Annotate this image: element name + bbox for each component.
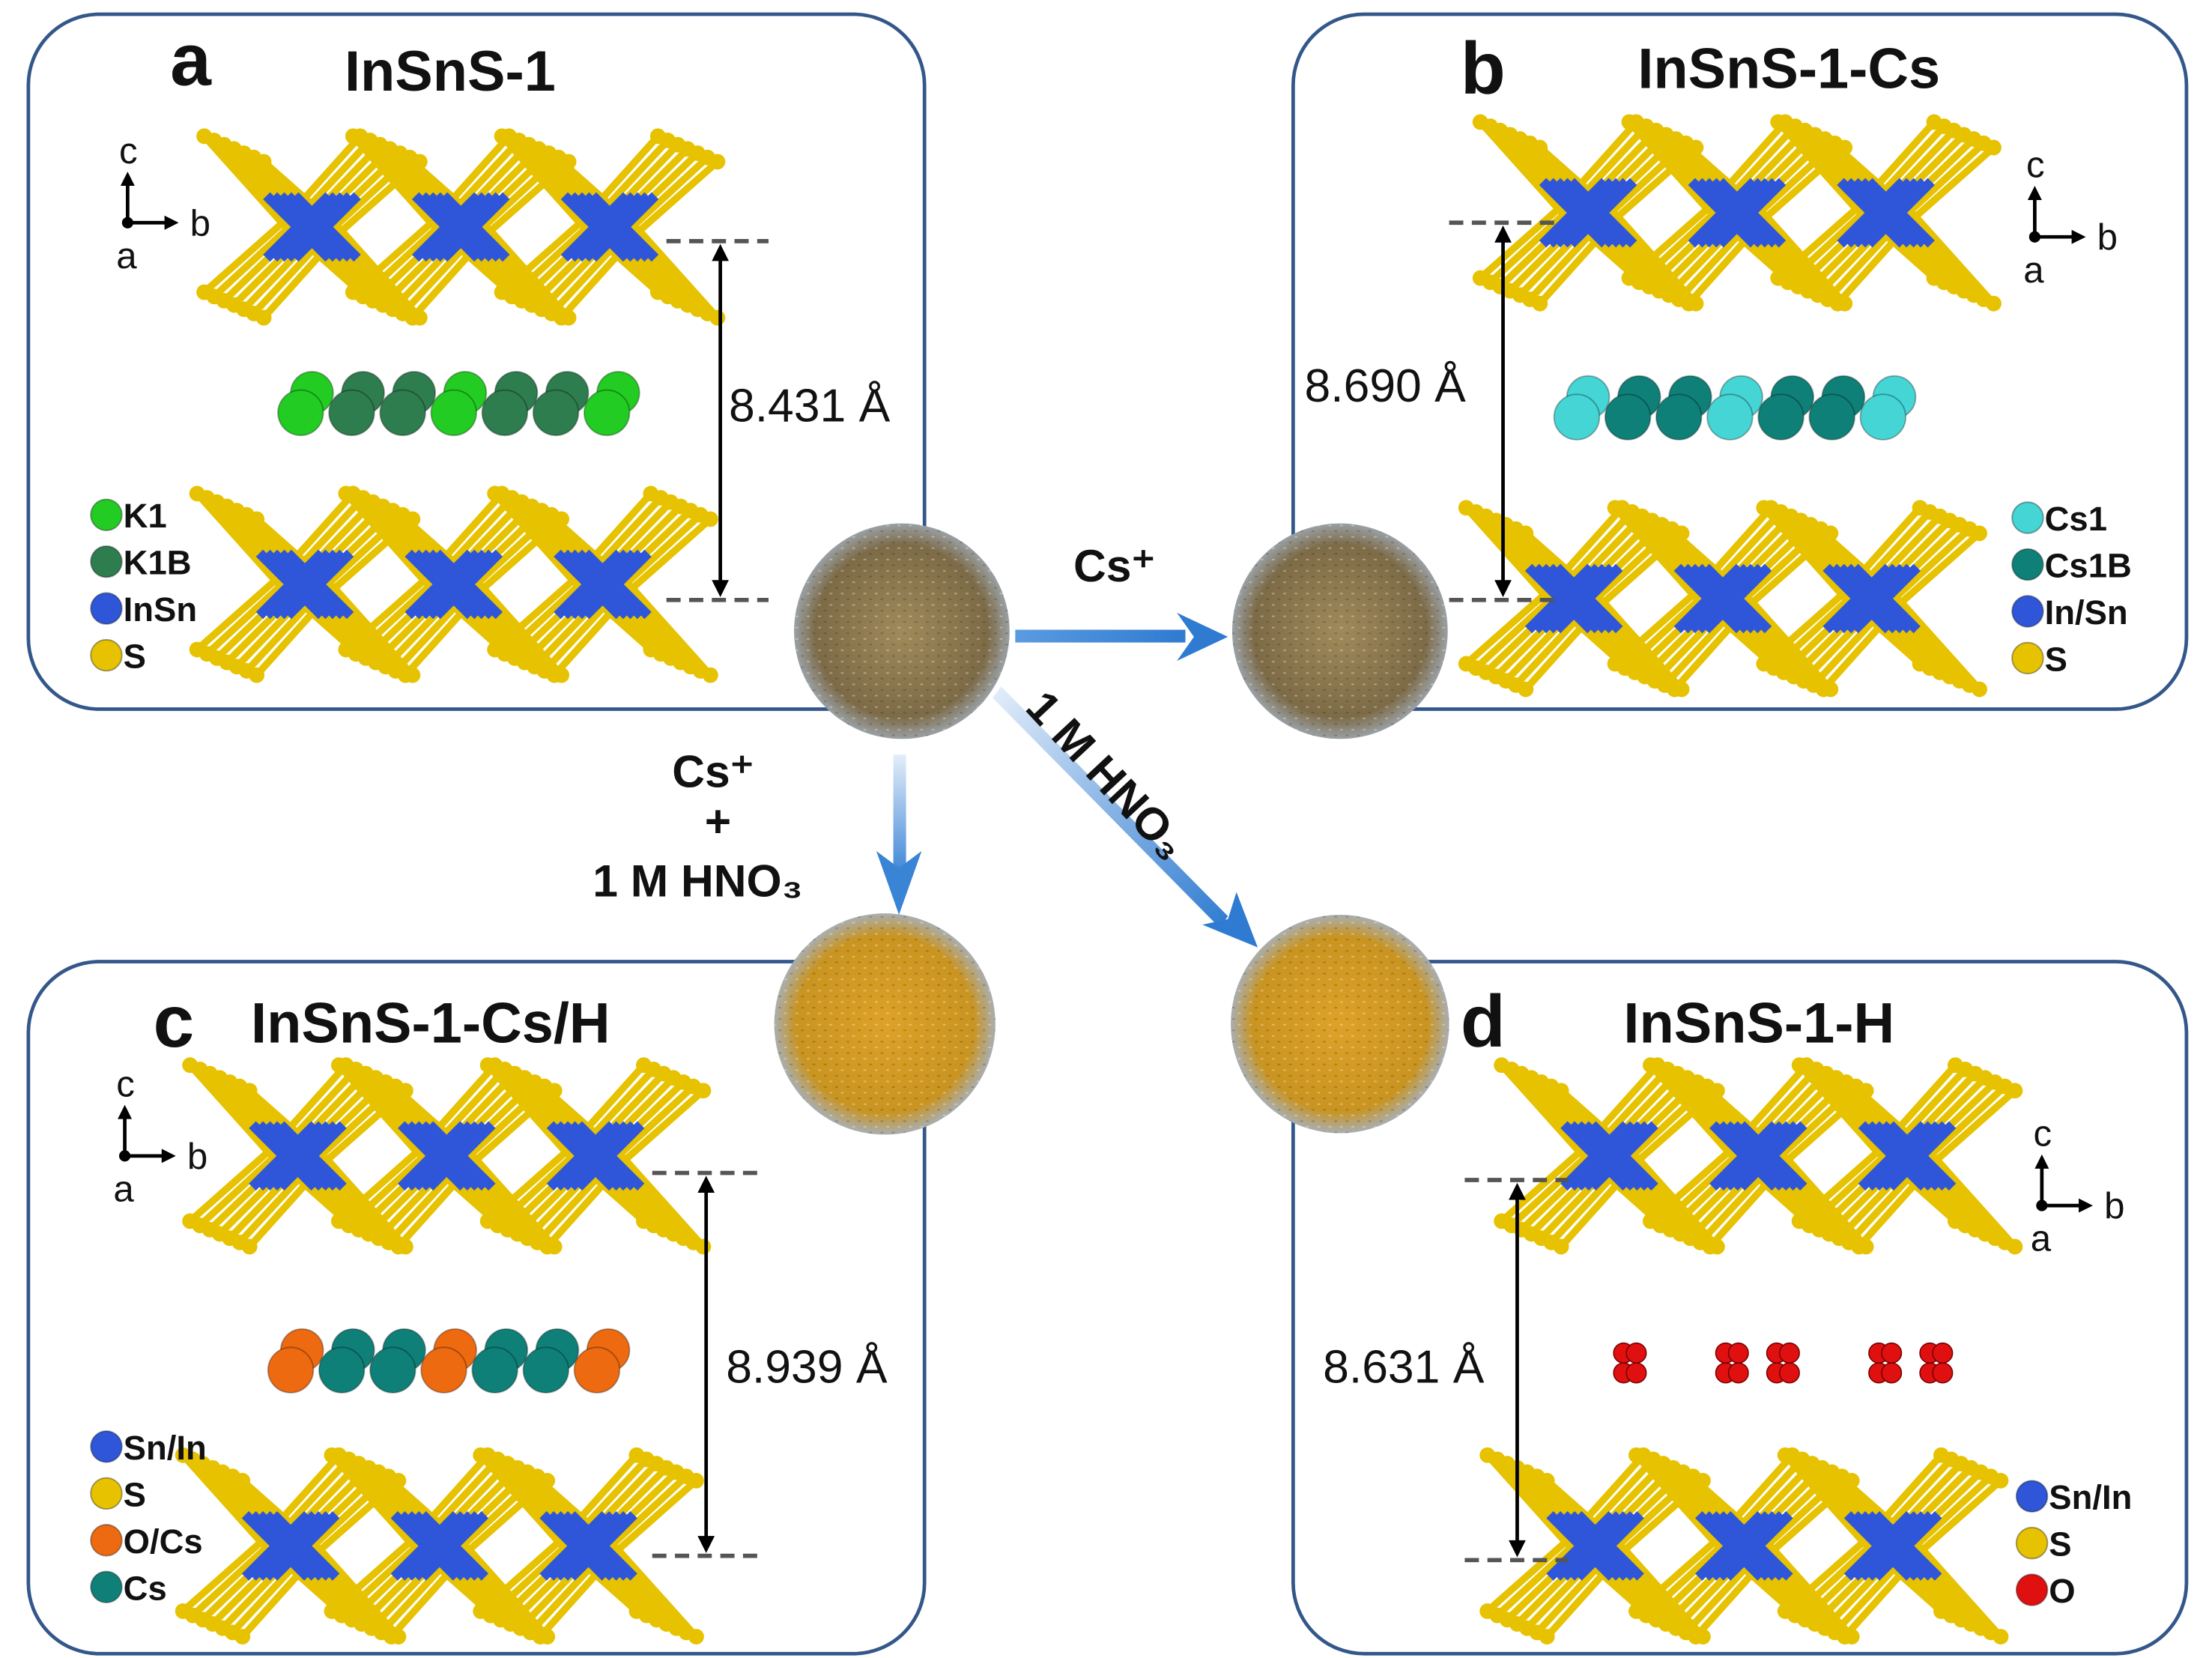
axis-label-c: c [119, 130, 138, 172]
panel-c-bottom-layer [175, 1447, 704, 1645]
panel-b-top-layer [1472, 114, 2002, 312]
axis-indicator: c b a [2023, 145, 2118, 291]
panel-c-top-layer [182, 1057, 712, 1255]
panel-a-bottom-layer [189, 485, 718, 683]
panel-c-interlayer-cations [267, 1328, 631, 1394]
legend-item-cs: Cs [90, 1569, 167, 1607]
panel-b-title: InSnS-1-Cs [1637, 37, 1940, 100]
panel-b-letter: b [1461, 27, 1506, 109]
axis-label-b: b [2097, 217, 2118, 258]
arrow-label-hno3: 1 M HNO₃ [1016, 681, 1197, 869]
arrow-label-cs: Cs⁺ [1073, 540, 1155, 591]
legend-label: S [124, 638, 146, 676]
panel-a-top-layer [196, 128, 726, 326]
legend-label: K1B [124, 544, 192, 582]
axis-indicator: c b a [2031, 1113, 2125, 1259]
panel-b-bottom-layer [1458, 500, 1987, 698]
panel-a-letter: a [170, 19, 212, 101]
legend-item-sn-in: Sn/In [2015, 1478, 2132, 1516]
legend-item-in-sn: In/Sn [2011, 593, 2128, 632]
legend-item-s: S [2015, 1525, 2072, 1564]
photo-insns-1-cs [1231, 523, 1448, 739]
axis-indicator: c b a [113, 1063, 207, 1209]
axis-label-a: a [116, 235, 137, 276]
panel-d-interlayer-water [1613, 1342, 1954, 1384]
axis-label-b: b [187, 1136, 207, 1177]
axis-label-c: c [2033, 1113, 2052, 1155]
arrow-label-cs-hno3-line3: 1 M HNO₃ [593, 855, 802, 906]
panel-b-spacing-marker [1449, 220, 1560, 602]
panel-c-interlayer-distance: 8.939 Å [726, 1341, 888, 1394]
legend-item-cs1: Cs1 [2011, 500, 2107, 538]
legend-item-s: S [90, 638, 146, 676]
photo-insns-1-h [1231, 915, 1449, 1134]
photo-insns-1-cs-h [774, 913, 996, 1135]
legend-label: K1 [124, 497, 167, 535]
legend-label: O [2049, 1572, 2075, 1610]
legend-label: S [2049, 1525, 2071, 1564]
panel-a-title: InSnS-1 [345, 40, 556, 103]
legend-label: Cs [124, 1569, 167, 1607]
legend-label: Cs1B [2045, 547, 2132, 585]
panel-d-title: InSnS-1-H [1623, 991, 1894, 1055]
panel-d-interlayer-distance: 8.631 Å [1323, 1341, 1485, 1394]
legend-item-o-cs: O/Cs [90, 1522, 203, 1561]
arrow-label-cs-hno3-line1: Cs⁺ [672, 746, 754, 797]
legend-item-o: O [2015, 1572, 2076, 1610]
legend-item-s: S [90, 1475, 146, 1513]
axis-label-b: b [190, 202, 210, 243]
legend-label: S [124, 1475, 146, 1513]
legend-label: In/Sn [2045, 593, 2128, 632]
axis-label-b: b [2104, 1185, 2124, 1226]
legend-item-cs1b: Cs1B [2011, 547, 2132, 585]
panel-d-bottom-layer [1479, 1447, 2009, 1645]
arrow-label-cs-hno3-line2: + [705, 796, 731, 847]
axis-label-a: a [2023, 249, 2044, 291]
arrow-to-b [1015, 612, 1228, 662]
legend-item-k1b: K1B [90, 544, 192, 582]
legend-label: Sn/In [2049, 1478, 2132, 1516]
panel-c-letter: c [153, 980, 194, 1062]
legend-item-k1: K1 [90, 497, 167, 535]
axis-label-a: a [113, 1168, 134, 1209]
legend-item-sn-in: Sn/In [90, 1429, 207, 1467]
panel-b-interlayer-distance: 8.690 Å [1305, 360, 1467, 412]
panel-c-title: InSnS-1-Cs/H [251, 991, 610, 1055]
legend-label: Sn/In [124, 1429, 207, 1467]
panel-a-interlayer-cations [277, 371, 640, 437]
axis-indicator: c b a [116, 130, 210, 276]
panel-b-interlayer-cations [1553, 375, 1917, 441]
axis-label-c: c [2026, 145, 2045, 186]
legend-item-insn: InSn [90, 590, 197, 629]
photo-insns-1 [794, 523, 1010, 739]
panel-d-spacing-marker [1464, 1178, 1569, 1563]
legend-label: S [2045, 640, 2067, 678]
legend-item-s: S [2011, 640, 2067, 678]
legend-label: O/Cs [124, 1522, 203, 1561]
panel-a-interlayer-distance: 8.431 Å [729, 379, 891, 432]
arrow-to-d [993, 686, 1258, 948]
arrow-to-c [876, 754, 922, 916]
panel-d-letter: d [1461, 980, 1506, 1062]
axis-label-a: a [2031, 1218, 2052, 1259]
panel-a-spacing-marker [666, 239, 769, 602]
panel-c-spacing-marker [652, 1170, 760, 1558]
legend-label: Cs1 [2045, 500, 2107, 538]
axis-label-c: c [116, 1063, 135, 1104]
panel-d-top-layer [1494, 1057, 2023, 1255]
legend-label: InSn [124, 590, 197, 629]
